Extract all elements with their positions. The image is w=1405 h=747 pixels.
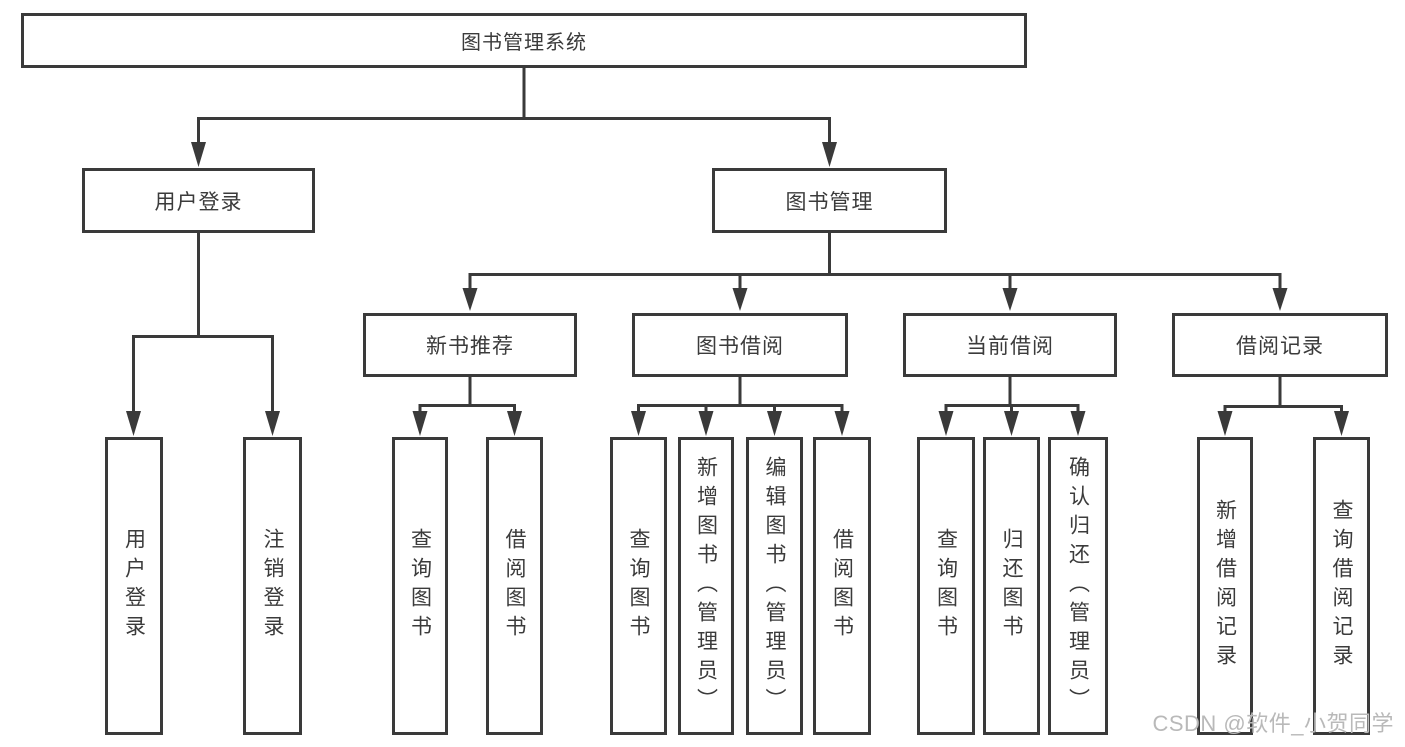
arrowhead — [732, 288, 748, 311]
leaf-user-login: 用户登录 — [105, 437, 163, 735]
leaf-edit-book-admin: 编辑图书（管理员） — [746, 437, 803, 735]
leaf-label: 新增图书（管理员） — [694, 455, 718, 717]
csdn-watermark: CSDN @软件_小贺同学 — [1152, 711, 1394, 736]
leaf-label: 查询图书 — [627, 528, 651, 644]
arrowhead — [265, 411, 280, 436]
arrowhead — [834, 411, 850, 436]
edge-line — [944, 377, 1080, 418]
node-library-management-system: 图书管理系统 — [21, 13, 1027, 68]
leaf-query-books-recommend: 查询图书 — [392, 437, 448, 735]
arrowhead — [822, 142, 837, 167]
arrowhead — [507, 411, 522, 436]
leaf-add-borrow-record: 新增借阅记录 — [1197, 437, 1253, 735]
leaf-label: 注销登录 — [261, 528, 285, 644]
leaf-label: 查询借阅记录 — [1330, 499, 1354, 673]
leaf-label: 确认归还（管理员） — [1066, 455, 1090, 717]
arrowhead — [938, 411, 954, 436]
edges-book-management-children — [462, 231, 1288, 311]
edge-line — [197, 66, 831, 148]
leaf-query-books-current: 查询图书 — [917, 437, 975, 735]
leaf-borrow-books-recommend: 借阅图书 — [486, 437, 543, 735]
arrowhead — [126, 411, 141, 436]
leaf-confirm-return-admin: 确认归还（管理员） — [1048, 437, 1108, 735]
leaf-query-books-borrow: 查询图书 — [610, 437, 667, 735]
edges-user-login-children — [126, 231, 280, 436]
node-current-borrowing: 当前借阅 — [903, 313, 1117, 377]
node-borrowing-records: 借阅记录 — [1172, 313, 1388, 377]
arrowhead — [1004, 411, 1019, 436]
node-book-borrowing: 图书借阅 — [632, 313, 848, 377]
arrowhead — [1217, 411, 1233, 436]
arrowhead — [1334, 411, 1349, 436]
leaf-label: 新增借阅记录 — [1213, 499, 1237, 673]
leaf-query-borrow-record: 查询借阅记录 — [1313, 437, 1370, 735]
edge-line — [468, 231, 1282, 292]
arrowhead — [191, 142, 206, 167]
edges-new-book-recommend-children — [412, 377, 522, 436]
node-new-book-recommendation: 新书推荐 — [363, 313, 577, 377]
leaf-label: 借阅图书 — [503, 528, 527, 644]
arrowhead — [462, 288, 478, 311]
leaf-logout: 注销登录 — [243, 437, 302, 735]
edges-root-to-level2 — [191, 66, 837, 167]
arrowhead — [1272, 288, 1288, 311]
arrowhead — [698, 411, 714, 436]
edge-line — [1223, 377, 1343, 418]
arrowhead — [1070, 411, 1086, 436]
node-user-login: 用户登录 — [82, 168, 315, 233]
leaf-label: 用户登录 — [122, 528, 146, 644]
leaf-label: 归还图书 — [1000, 528, 1024, 644]
arrowhead — [412, 411, 428, 436]
edge-line — [132, 231, 274, 418]
edges-current-borrow-children — [938, 377, 1086, 436]
leaf-add-book-admin: 新增图书（管理员） — [678, 437, 734, 735]
leaf-label: 借阅图书 — [830, 528, 854, 644]
arrowhead — [631, 411, 646, 436]
leaf-label: 查询图书 — [934, 528, 958, 644]
leaf-label: 查询图书 — [408, 528, 432, 644]
arrowhead — [767, 411, 782, 436]
leaf-borrow-books: 借阅图书 — [813, 437, 871, 735]
edge-line — [637, 377, 844, 418]
leaf-return-books: 归还图书 — [983, 437, 1040, 735]
edges-borrow-records-children — [1217, 377, 1349, 436]
leaf-label: 编辑图书（管理员） — [763, 455, 787, 717]
arrowhead — [1002, 288, 1018, 311]
edge-line — [418, 377, 516, 418]
edges-book-borrow-children — [631, 377, 850, 436]
node-book-management: 图书管理 — [712, 168, 947, 233]
